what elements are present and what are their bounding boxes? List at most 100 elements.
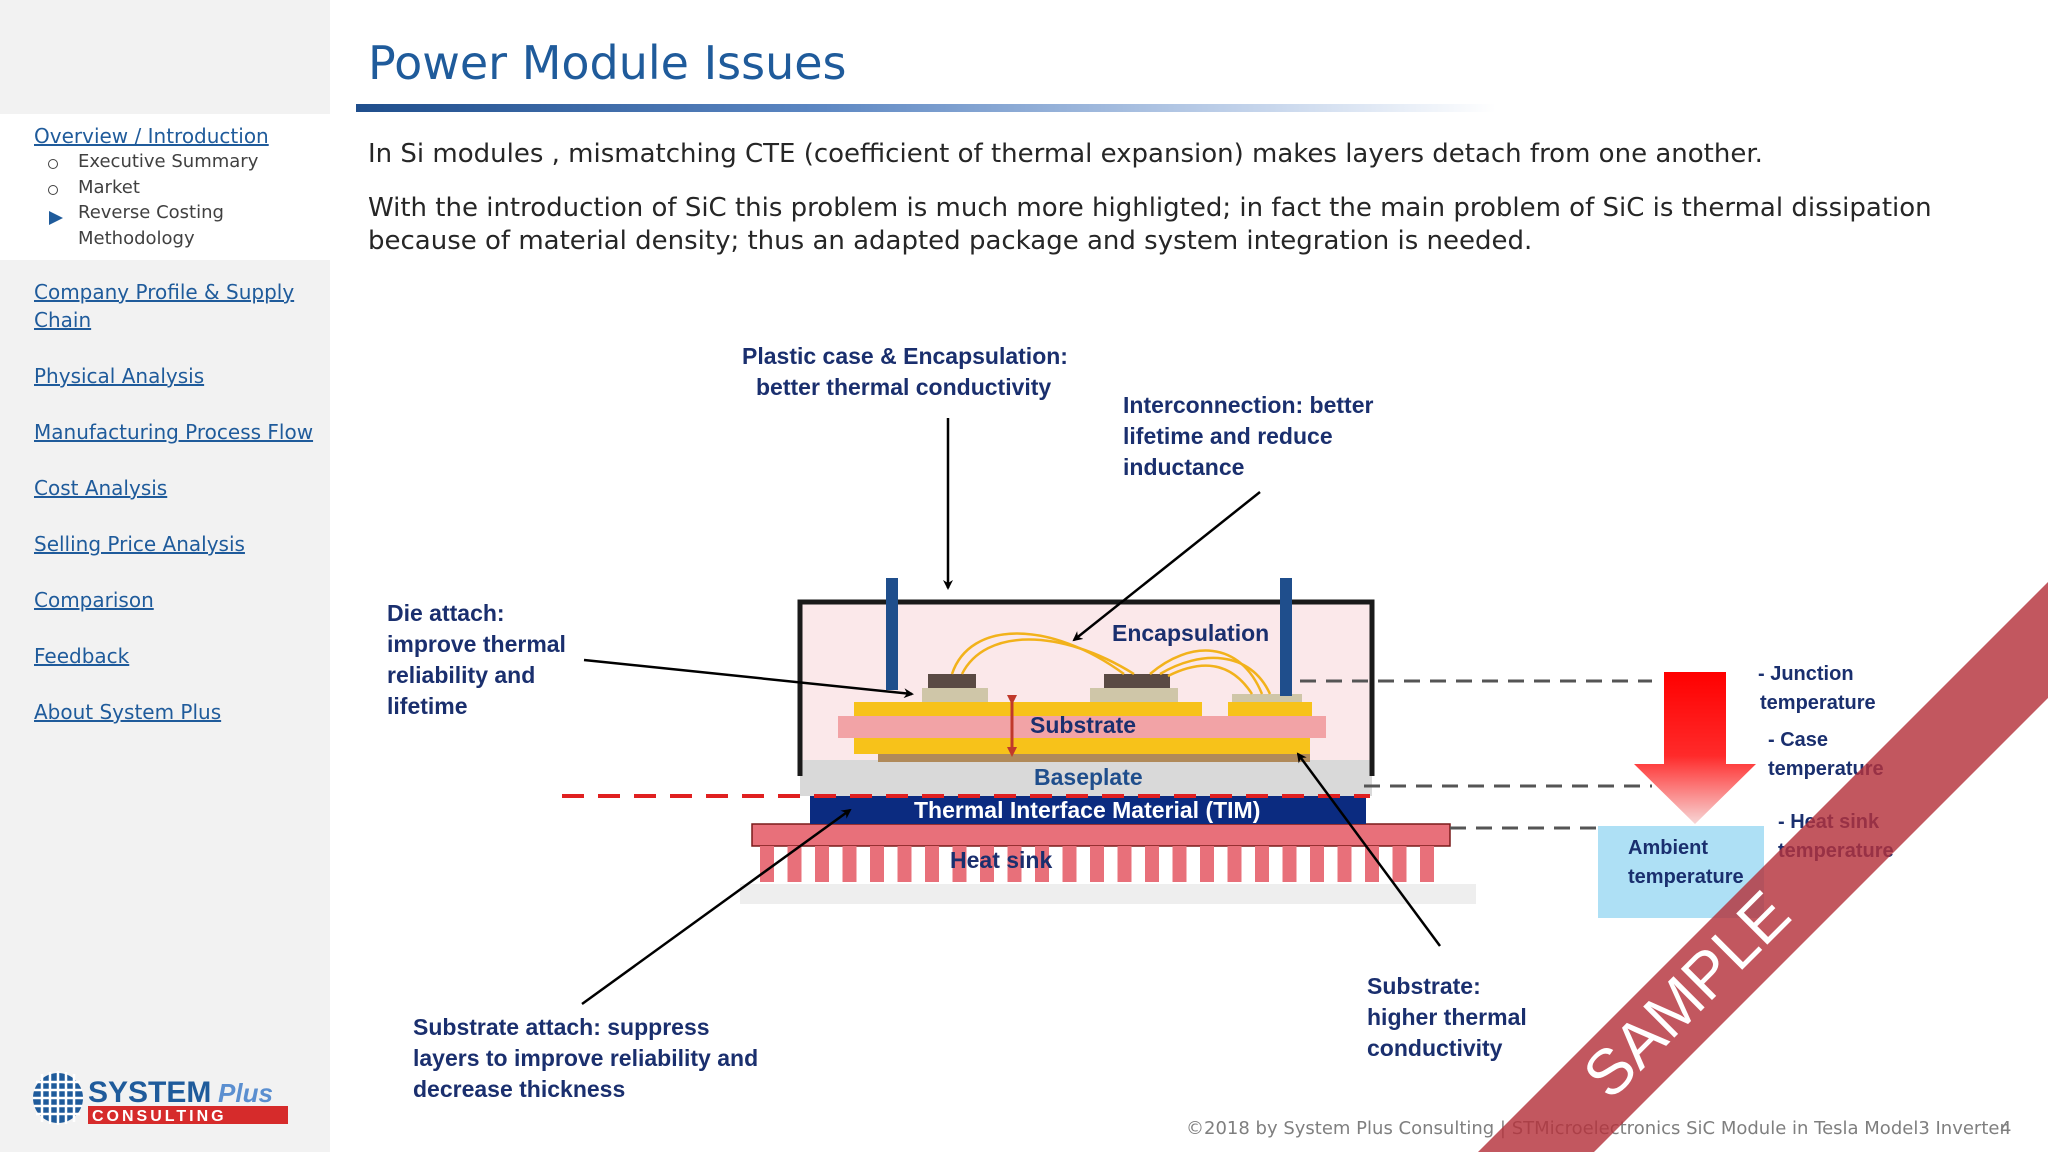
- heat-sink-fin: [1035, 846, 1049, 882]
- annotation-substrate-attach-l1: Substrate attach: suppress: [413, 1014, 710, 1040]
- annotation-substrate-l3: conductivity: [1367, 1035, 1503, 1061]
- heat-sink-fin: [787, 846, 802, 882]
- annotation-interconnection-l1: Interconnection: better: [1123, 392, 1374, 418]
- substrate-ceramic: [838, 716, 1326, 738]
- arrow-substrate: [1296, 752, 1442, 947]
- logo-text-consulting: CONSULTING: [92, 1108, 227, 1125]
- heat-sink-fin: [1200, 846, 1214, 882]
- temp-ambient-l2: temperature: [1628, 866, 1744, 888]
- annotation-interconnection-l2: lifetime and reduce: [1123, 423, 1333, 449]
- sidebar-subitem-methodology[interactable]: Methodology: [78, 228, 195, 249]
- watermark-text: SAMPLE: [1569, 877, 1804, 1112]
- sidebar-item-selling-price[interactable]: Selling Price Analysis: [34, 532, 245, 556]
- annotation-plastic-case-l2: better thermal conductivity: [756, 374, 1052, 400]
- baseplate-layer: [800, 760, 1372, 796]
- sidebar-item-company-profile-cont[interactable]: Chain: [34, 308, 92, 332]
- terminal-left: [886, 578, 898, 690]
- bullet-circle-icon: [48, 185, 58, 195]
- die-1: [928, 674, 976, 688]
- substrate-copper-bottom: [854, 738, 1310, 754]
- temperature-dashes: [1300, 679, 1652, 830]
- sidebar-subitem-executive-summary[interactable]: Executive Summary: [78, 151, 259, 172]
- heat-sink-fin: [842, 846, 857, 882]
- substrate-copper-top-left: [854, 702, 1202, 716]
- heat-sink-fin: [1117, 846, 1132, 882]
- heat-sink-fin: [980, 846, 994, 882]
- sidebar-item-about[interactable]: About System Plus: [34, 700, 222, 724]
- heat-sink-fin: [1365, 846, 1379, 882]
- arrow-die-attach: [583, 658, 914, 699]
- heat-sink-fin: [925, 846, 939, 882]
- sidebar-item-cost-analysis[interactable]: Cost Analysis: [34, 476, 168, 500]
- heat-sink-fin: [1090, 846, 1104, 882]
- annotation-die-attach-l3: reliability and: [387, 662, 536, 688]
- sidebar-subitem-reverse-costing[interactable]: Reverse Costing: [78, 202, 224, 223]
- system-plus-logo: SYSTEM Plus CONSULTING: [33, 1071, 288, 1125]
- sidebar: Overview / Introduction Executive Summar…: [0, 0, 330, 1152]
- current-pointer-icon: [49, 211, 63, 225]
- sidebar-item-comparison[interactable]: Comparison: [34, 588, 154, 612]
- page-number: 4: [2000, 1118, 2012, 1139]
- heat-sink-fin: [1282, 846, 1297, 882]
- temp-ambient-l1: Ambient: [1628, 837, 1708, 859]
- paragraph-2-line1: With the introduction of SiC this proble…: [368, 193, 1932, 223]
- sidebar-item-company-profile[interactable]: Company Profile & Supply: [34, 280, 295, 304]
- heat-sink-fin: [1007, 846, 1022, 882]
- paragraph-2-line2: because of material density; thus an ada…: [368, 226, 1533, 256]
- annotation-die-attach-l1: Die attach:: [387, 600, 505, 626]
- heat-sink-fin: [897, 846, 912, 882]
- annotation-interconnection-l3: inductance: [1123, 454, 1245, 480]
- annotation-substrate-l2: higher thermal: [1367, 1004, 1527, 1030]
- die-2: [1104, 674, 1170, 688]
- heat-sink-fin: [1420, 846, 1434, 882]
- bullet-circle-icon: [48, 159, 58, 169]
- temp-case-l1: - Case: [1768, 729, 1829, 751]
- temp-case-l2: temperature: [1768, 758, 1884, 780]
- substrate-copper-top-right: [1228, 702, 1312, 716]
- heat-sink-fin: [1172, 846, 1187, 882]
- logo-text-system: SYSTEM: [88, 1076, 211, 1109]
- heat-sink-fin: [952, 846, 967, 882]
- page-title: Power Module Issues: [368, 36, 847, 90]
- sidebar-item-manufacturing[interactable]: Manufacturing Process Flow: [34, 420, 314, 444]
- annotation-die-attach-l4: lifetime: [387, 693, 468, 719]
- terminal-right: [1280, 578, 1292, 696]
- heat-sink-fin: [1310, 846, 1324, 882]
- heat-sink-fin: [1255, 846, 1269, 882]
- substrate-attach: [878, 754, 1310, 762]
- annotation-substrate-l1: Substrate:: [1367, 973, 1481, 999]
- heat-sink-fin: [815, 846, 829, 882]
- annotation-substrate-attach-l2: layers to improve reliability and: [413, 1045, 759, 1071]
- label-encapsulation: Encapsulation: [1112, 620, 1270, 646]
- heat-sink: [751, 823, 1451, 882]
- bond-wires: [950, 632, 1272, 695]
- temp-junction-l2: temperature: [1760, 692, 1876, 714]
- label-substrate: Substrate: [1030, 712, 1137, 738]
- arrow-interconnection: [1072, 491, 1261, 642]
- sidebar-item-physical-analysis[interactable]: Physical Analysis: [34, 364, 205, 388]
- annotation-plastic-case-l1: Plastic case & Encapsulation:: [742, 343, 1068, 369]
- sidebar-subitem-market[interactable]: Market: [78, 177, 140, 198]
- label-heat-sink: Heat sink: [950, 847, 1053, 873]
- label-baseplate: Baseplate: [1034, 764, 1143, 790]
- annotation-substrate-attach-l3: decrease thickness: [413, 1076, 626, 1102]
- sidebar-item-feedback[interactable]: Feedback: [34, 644, 130, 668]
- heat-sink-fin: [1392, 846, 1407, 882]
- plastic-case: [797, 599, 1375, 776]
- heat-sink-fin: [1062, 846, 1077, 882]
- label-tim: Thermal Interface Material (TIM): [914, 797, 1261, 823]
- heat-sink-fin: [870, 846, 884, 882]
- heat-sink-fin: [1337, 846, 1352, 882]
- temp-junction-l1: - Junction: [1758, 663, 1854, 685]
- heat-flow-arrow: [1634, 672, 1756, 824]
- paragraph-1: In Si modules , mismatching CTE (coeffic…: [368, 139, 1763, 169]
- title-underline: [356, 104, 1496, 112]
- tim-layer: [810, 796, 1366, 824]
- heatsink-shadow: [740, 884, 1476, 904]
- sidebar-item-overview[interactable]: Overview / Introduction: [34, 124, 269, 148]
- annotation-die-attach-l2: improve thermal: [387, 631, 566, 657]
- arrow-substrate-attach: [581, 808, 852, 1006]
- heat-sink-fin: [1227, 846, 1242, 882]
